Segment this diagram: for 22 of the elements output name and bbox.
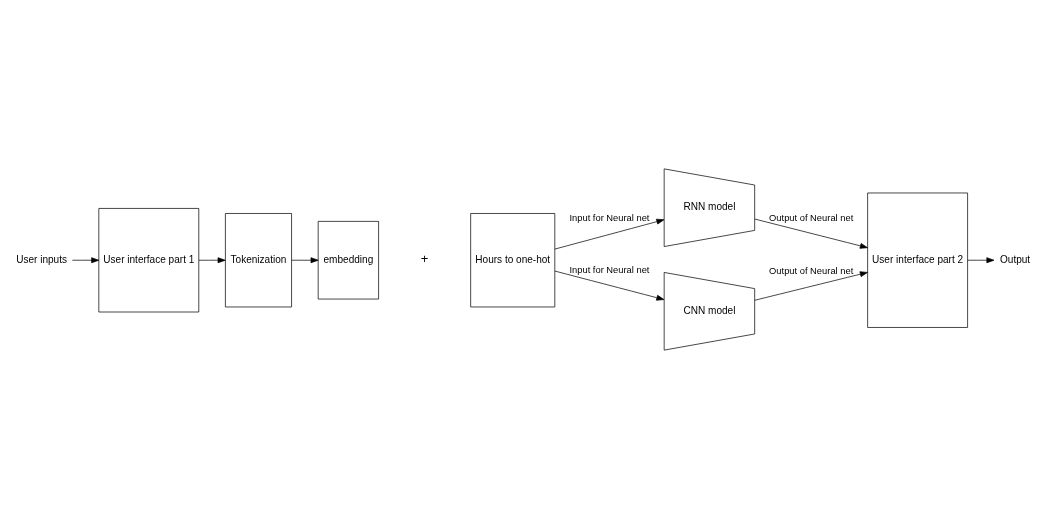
- edge-label: Input for Neural net: [569, 212, 650, 223]
- node-box: CNN model: [663, 272, 756, 351]
- label: +: [420, 251, 429, 267]
- node-text: User inputs: [16, 253, 68, 265]
- arrow: [967, 257, 995, 264]
- arrow: [72, 257, 100, 264]
- arrow: [554, 218, 665, 250]
- node-box: RNN model: [663, 168, 756, 247]
- node-box: User interface part 2: [867, 192, 968, 328]
- arrow: [291, 257, 319, 264]
- node-box: embedding: [317, 221, 379, 300]
- node-box: User interface part 1: [98, 208, 200, 313]
- arrow: [754, 271, 868, 301]
- arrow: [554, 270, 665, 301]
- edge-label: Output of Neural net: [769, 212, 854, 223]
- node-box: Hours to one-hot: [470, 213, 556, 308]
- arrow: [198, 257, 226, 264]
- arrow: [754, 218, 868, 249]
- edge-label: Output of Neural net: [769, 266, 854, 277]
- edge-label: Input for Neural net: [569, 264, 650, 275]
- node-box: Tokenization: [225, 213, 292, 308]
- node-text: Output: [999, 253, 1031, 265]
